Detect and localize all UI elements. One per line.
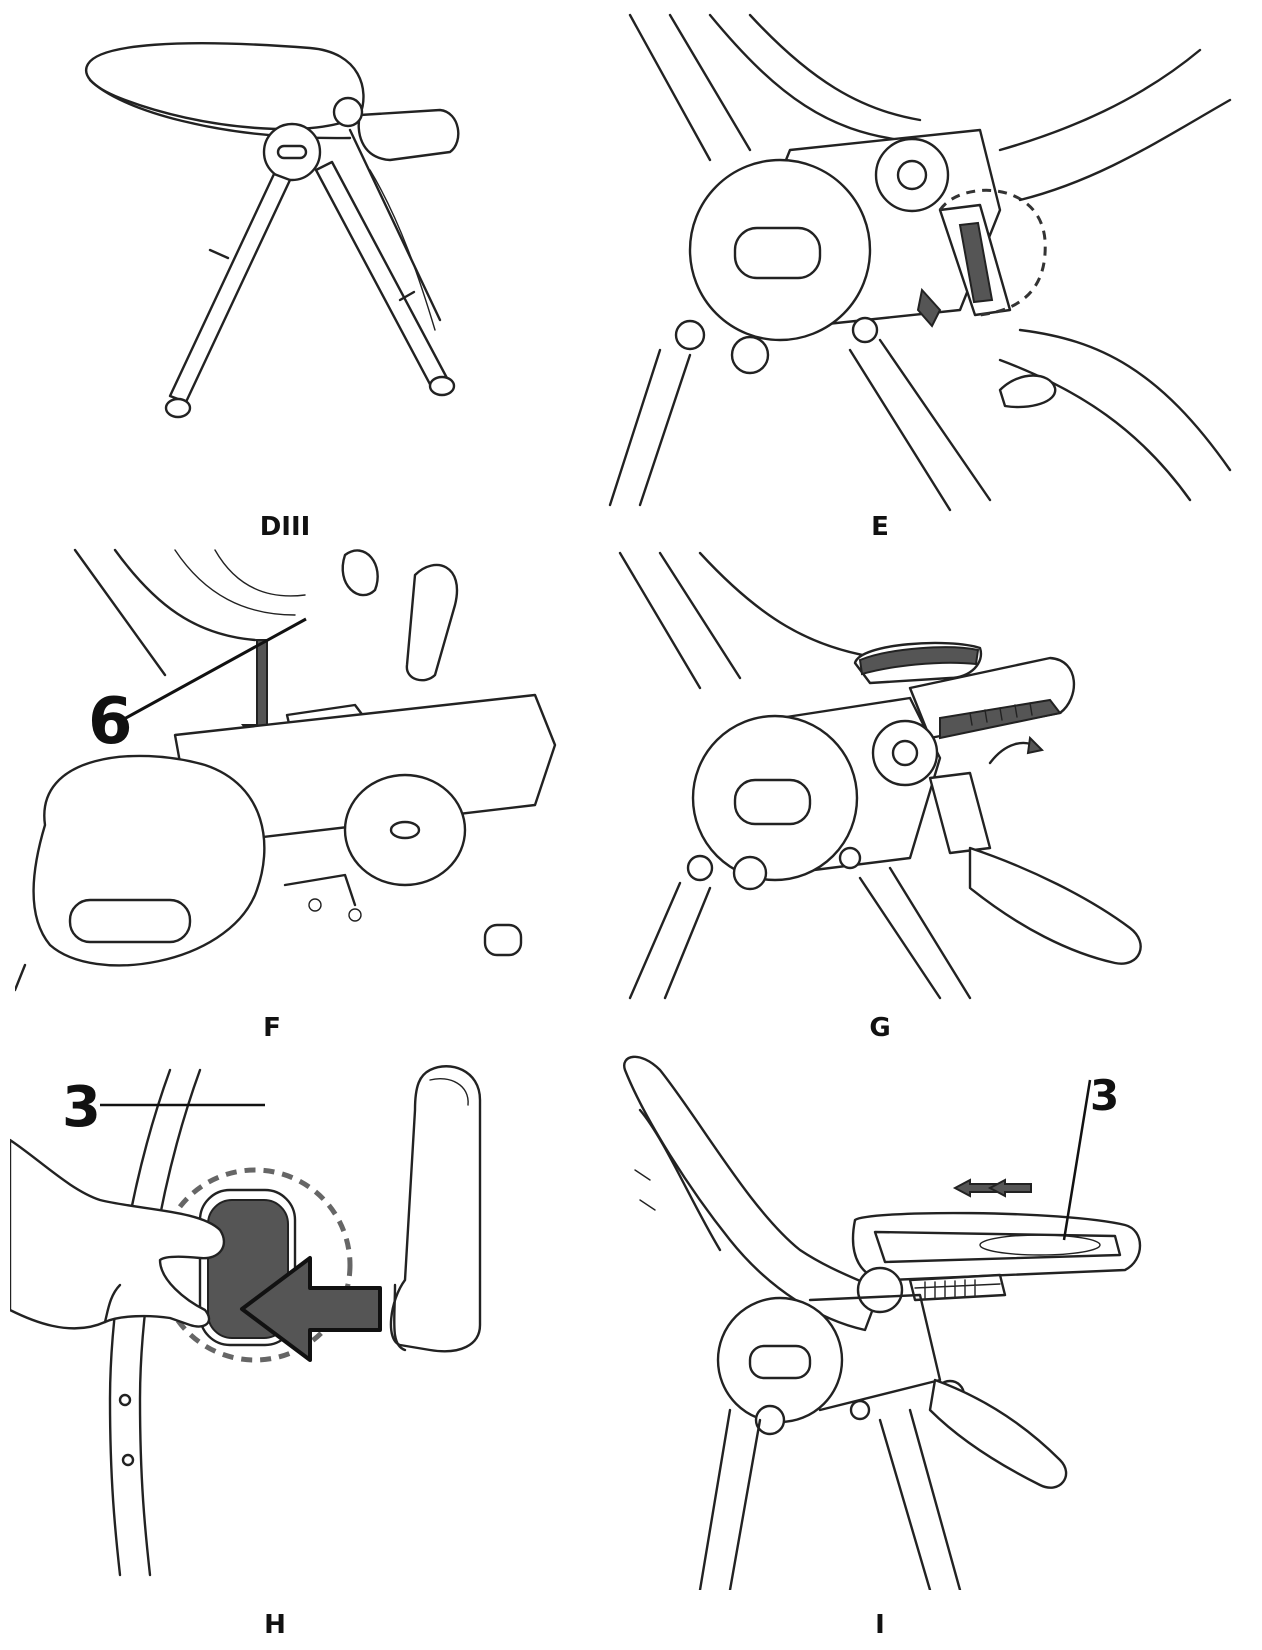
panel-f [15,545,560,995]
hinge-release-illustration [608,13,1232,512]
tray-button-press-illustration [10,1065,482,1577]
callout-6: 6 [88,685,133,759]
footrest-rotate-illustration [618,551,1142,1000]
callout-3-h: 3 [62,1075,101,1140]
caption-i: I [875,1610,885,1640]
panel-i [620,1050,1180,1590]
panel-h [10,1060,510,1580]
panel-g [610,548,1210,1003]
tray-slide-forward-illustration [623,1055,1142,1590]
callout-6-leader-line [123,617,307,721]
clip-insert-illustration [15,548,557,992]
callout-3-i: 3 [1090,1071,1120,1120]
caption-h: H [264,1610,286,1640]
callout-3-h-leader-line [100,1103,265,1107]
caption-e: E [871,512,889,542]
caption-diii: DIII [259,512,311,542]
panel-e [600,10,1240,520]
caption-g: G [869,1013,891,1043]
caption-f: F [263,1013,281,1043]
panel-diii [60,20,500,440]
folded-high-chair-illustration [85,42,460,419]
